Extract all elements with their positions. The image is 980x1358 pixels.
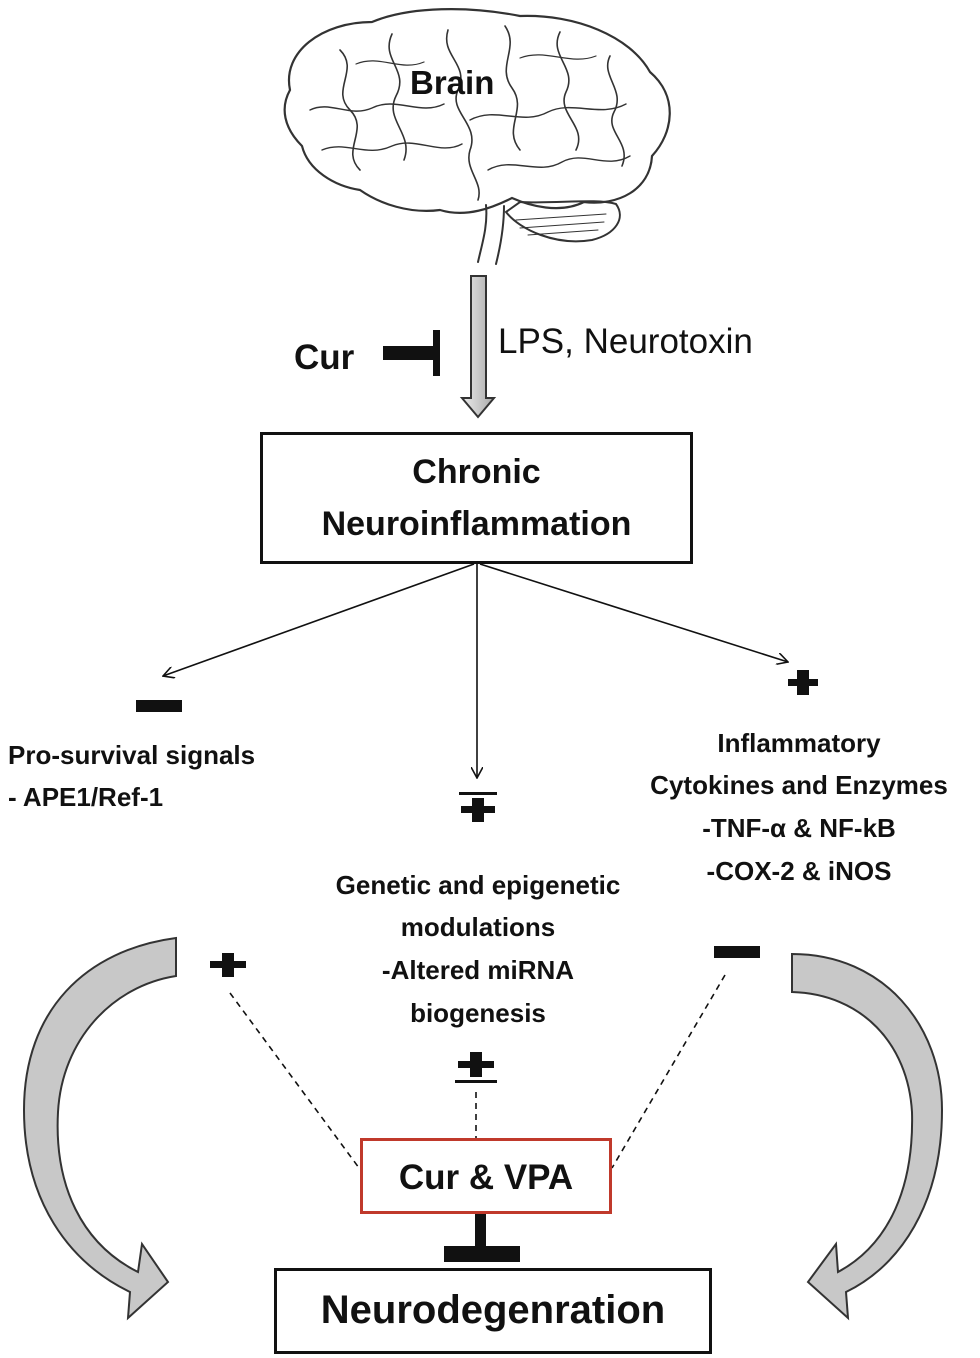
stimulus-label: LPS, Neurotoxin: [498, 322, 753, 361]
inflammatory-line-1: Inflammatory: [717, 728, 881, 758]
modulation-sign-genetic: [459, 792, 497, 822]
genetic-line-4: biogenesis: [410, 998, 546, 1028]
neurodegeneration-box: Neurodegenration: [274, 1268, 712, 1354]
treatment-inhibitor-symbol: [444, 1212, 520, 1262]
stimulus-arrow: [459, 275, 497, 419]
dashed-link-right: [611, 974, 726, 1169]
plus-sign-left-reversal: [210, 953, 246, 977]
chronic-label: Chronic: [412, 453, 541, 491]
inflammatory-line-2: Cytokines and Enzymes: [650, 770, 948, 800]
inflammatory-line-4: -COX-2 & iNOS: [706, 856, 892, 886]
pro-survival-item: - APE1/Ref-1: [8, 782, 164, 812]
right-curved-arrow: [791, 952, 944, 1321]
brain-label: Brain: [410, 64, 495, 101]
genetic-line-1: Genetic and epigenetic: [335, 870, 621, 900]
plus-sign-inflammatory: [788, 670, 818, 695]
pro-survival-title: Pro-survival signals: [8, 740, 256, 770]
modulation-sign-middle-reversal: [455, 1052, 497, 1083]
dashed-link-left: [229, 992, 363, 1173]
minus-sign-right-reversal: [714, 946, 760, 958]
genetic-line-3: -Altered miRNA: [381, 955, 575, 985]
arrow-to-inflammatory: [479, 563, 788, 662]
minus-sign-pro-survival: [136, 700, 182, 712]
neuroinflammation-label: Neuroinflammation: [321, 505, 632, 543]
neurodegeneration-label: Neurodegenration: [320, 1288, 666, 1332]
cur-inhibitor-symbol: [383, 330, 440, 376]
arrow-to-pro-survival: [163, 563, 475, 676]
left-curved-arrow: [22, 936, 177, 1321]
chronic-neuroinflammation-box: Chronic Neuroinflammation: [260, 432, 693, 564]
brain-illustration: [283, 8, 671, 265]
treatment-box: Cur & VPA: [360, 1138, 612, 1214]
treatment-label: Cur & VPA: [398, 1158, 574, 1197]
genetic-line-2: modulations: [400, 912, 556, 942]
cur-label: Cur: [294, 338, 355, 377]
inflammatory-line-3: -TNF-α & NF-kB: [702, 813, 896, 843]
